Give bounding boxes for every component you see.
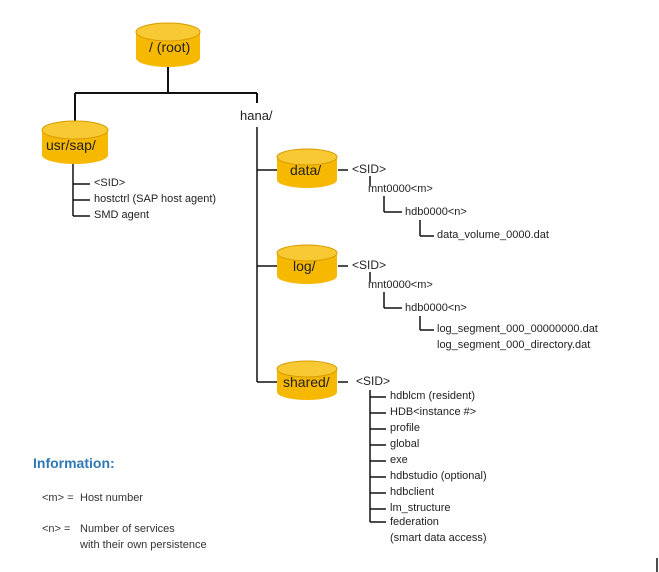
usr-sap-item-hostctrl: hostctrl (SAP host agent) (94, 193, 217, 205)
log-cylinder (276, 244, 338, 284)
legend-n-value-1: Number of services (80, 523, 175, 535)
log-hdb: hdb0000<n> (405, 302, 467, 314)
shared-item-hdblcm: hdblcm (resident) (390, 390, 475, 402)
log-mnt: mnt0000<m> (368, 279, 433, 291)
data-folder-label: data/ (290, 162, 322, 178)
shared-item-exe: exe (390, 454, 408, 466)
shared-folder-label: shared/ (283, 374, 330, 390)
log-directory-file: log_segment_000_directory.dat (437, 339, 591, 351)
information-title: Information: (33, 455, 115, 471)
shared-item-profile: profile (390, 422, 420, 434)
shared-cylinder (276, 360, 338, 400)
data-mnt: mnt0000<m> (368, 183, 433, 195)
data-volume-file: data_volume_0000.dat (437, 229, 549, 241)
usr-sap-cylinder (41, 120, 109, 164)
usr-sap-item-sid: <SID> (94, 177, 126, 189)
legend-n-key: <n> = (42, 523, 71, 535)
log-segment-file: log_segment_000_00000000.dat (437, 323, 598, 335)
usr-sap-item-smd: SMD agent (94, 209, 150, 221)
legend-n-value-2: with their own persistence (80, 539, 207, 551)
data-hdb: hdb0000<n> (405, 206, 467, 218)
legend-m-value: Host number (80, 492, 143, 504)
shared-federation-note: (smart data access) (390, 532, 487, 544)
shared-item-federation: federation (390, 516, 439, 528)
shared-item-hdbclient: hdbclient (390, 486, 435, 498)
data-cylinder (276, 148, 338, 188)
hana-label: hana/ (240, 108, 273, 123)
usr-sap-label: usr/sap/ (46, 137, 96, 153)
shared-item-hdb-instance: HDB<instance #> (390, 406, 477, 418)
shared-item-global: global (390, 438, 420, 450)
legend-m-key: <m> = (42, 492, 74, 504)
data-sid: <SID> (352, 162, 387, 176)
shared-item-lm-structure: lm_structure (390, 502, 451, 514)
root-cylinder (135, 22, 201, 67)
log-folder-label: log/ (293, 258, 316, 274)
log-sid: <SID> (352, 258, 387, 272)
shared-item-hdbstudio: hdbstudio (optional) (390, 470, 487, 482)
shared-sid: <SID> (356, 374, 391, 388)
root-label: / (root) (149, 39, 191, 55)
